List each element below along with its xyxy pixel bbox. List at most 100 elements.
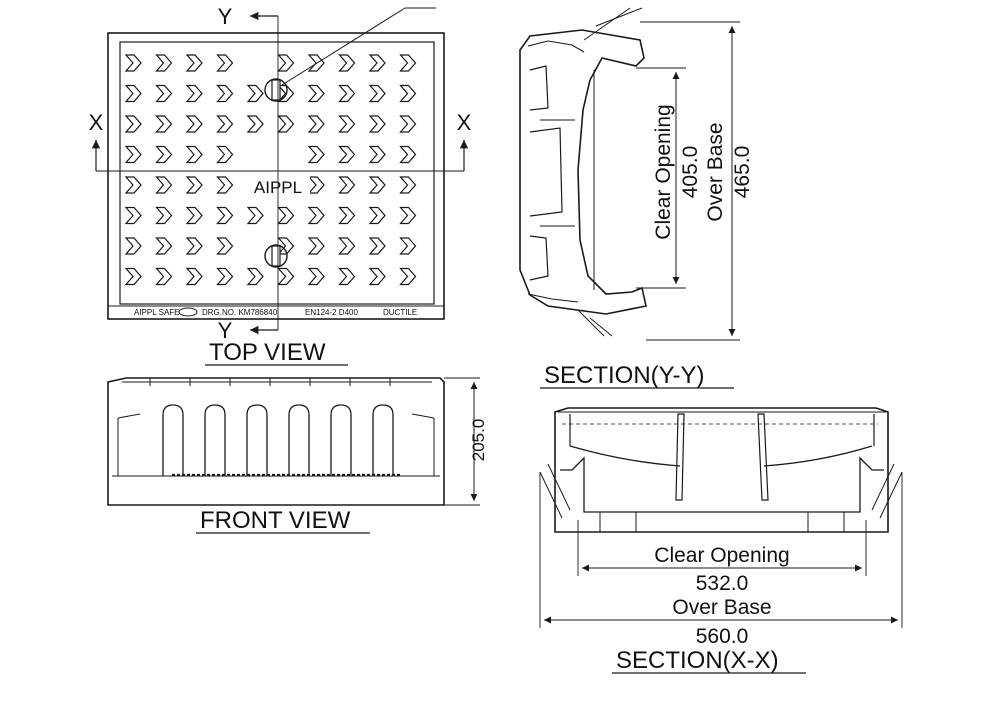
front-view-title: FRONT VIEW	[200, 507, 351, 534]
xx-over-base-value: 560.0	[696, 625, 749, 648]
chevron-icon	[155, 145, 173, 164]
chevron-icon	[155, 54, 173, 72]
maker-tag: AIPPL SAFE	[134, 308, 180, 317]
chevron-icon	[338, 115, 356, 133]
chevron-icon	[216, 206, 234, 225]
chevron-icon	[216, 237, 234, 255]
chevron-icon	[368, 267, 386, 286]
axis-label-x-right: X	[457, 110, 472, 135]
chevron-icon	[399, 145, 417, 164]
callout-leader	[281, 7, 406, 86]
chevron-icon	[399, 54, 417, 72]
chevron-icon	[307, 115, 325, 133]
chevron-icon	[185, 237, 203, 255]
chevron-icon	[124, 176, 142, 194]
chevron-icon	[368, 54, 386, 72]
chevron-icon	[124, 206, 142, 225]
chevron-icon	[155, 267, 173, 286]
chevron-icon	[185, 267, 203, 286]
keyhole-bottom-icon	[264, 244, 288, 268]
chevron-icon	[246, 206, 264, 225]
chevron-icon	[124, 237, 142, 255]
chevron-icon	[338, 176, 356, 194]
chevron-icon	[246, 115, 264, 133]
chevron-icon	[307, 237, 325, 255]
yy-over-base-label: Over Base	[704, 122, 727, 221]
chevron-icon	[307, 176, 325, 194]
chevron-icon	[216, 145, 234, 164]
chevron-icon	[155, 84, 173, 103]
chevron-icon	[277, 267, 295, 286]
chevron-icon	[338, 145, 356, 164]
chevron-icon	[368, 84, 386, 103]
chevron-icon	[185, 54, 203, 72]
xx-clear-opening-label: Clear Opening	[654, 544, 789, 567]
material-label: DUCTILE	[383, 308, 417, 317]
chevron-icon	[155, 237, 173, 255]
anti-skid-chevron-pattern	[124, 54, 417, 286]
axis-label-x-left: X	[89, 110, 104, 135]
chevron-icon	[246, 84, 264, 103]
yy-clear-opening-value: 405.0	[679, 146, 702, 199]
chevron-icon	[124, 84, 142, 103]
section-yy-view: Clear Opening 405.0 Over Base 465.0 SECT…	[519, 7, 754, 389]
chevron-icon	[338, 206, 356, 225]
section-yy-title: SECTION(Y-Y)	[544, 362, 704, 389]
chevron-icon	[277, 206, 295, 225]
chevron-icon	[155, 176, 173, 194]
chevron-icon	[216, 115, 234, 133]
chevron-icon	[368, 237, 386, 255]
xx-clear-opening-value: 532.0	[696, 572, 749, 595]
chevron-icon	[216, 84, 234, 103]
chevron-icon	[185, 145, 203, 164]
chevron-icon	[307, 54, 325, 72]
keyhole-top-icon	[264, 78, 288, 102]
chevron-icon	[307, 206, 325, 225]
chevron-icon	[307, 145, 325, 164]
axis-label-y-bottom: Y	[218, 318, 233, 343]
chevron-icon	[155, 206, 173, 225]
xx-over-base-label: Over Base	[672, 596, 771, 619]
chevron-icon	[399, 206, 417, 225]
top-view: AIPPL AIPPL SAFE DRG.NO. KM786840 EN124-…	[89, 4, 472, 366]
chevron-icon	[368, 176, 386, 194]
front-view: 205.0 FRONT VIEW	[107, 377, 488, 534]
front-top-notches	[149, 378, 391, 386]
chevron-icon	[124, 267, 142, 286]
chevron-icon	[399, 84, 417, 103]
front-height-dimension: 205.0	[469, 419, 488, 462]
chevron-icon	[185, 84, 203, 103]
yy-over-base-value: 465.0	[731, 146, 754, 199]
yy-clear-opening-label: Clear Opening	[652, 104, 675, 239]
chevron-icon	[246, 267, 264, 286]
chevron-icon	[399, 176, 417, 194]
chevron-icon	[185, 176, 203, 194]
chevron-icon	[399, 237, 417, 255]
chevron-icon	[307, 84, 325, 103]
chevron-icon	[338, 84, 356, 103]
top-view-title: TOP VIEW	[209, 339, 326, 366]
section-xx-view: Clear Opening 532.0 Over Base 560.0 SECT…	[539, 407, 903, 674]
chevron-icon	[124, 145, 142, 164]
chevron-icon	[368, 115, 386, 133]
chevron-icon	[338, 54, 356, 72]
chevron-icon	[307, 267, 325, 286]
axis-label-y-top: Y	[218, 4, 233, 29]
drawing-number: DRG.NO. KM786840	[202, 308, 278, 317]
chevron-icon	[216, 267, 234, 286]
chevron-icon	[368, 145, 386, 164]
chevron-icon	[368, 206, 386, 225]
chevron-icon	[155, 115, 173, 133]
chevron-icon	[216, 54, 234, 72]
chevron-icon	[277, 54, 295, 72]
chevron-icon	[399, 115, 417, 133]
chevron-icon	[399, 267, 417, 286]
chevron-icon	[338, 267, 356, 286]
chevron-icon	[277, 115, 295, 133]
standard-rating: EN124-2 D400	[305, 308, 358, 317]
chevron-icon	[216, 176, 234, 194]
chevron-icon	[338, 237, 356, 255]
chevron-icon	[185, 115, 203, 133]
chevron-icon	[124, 115, 142, 133]
